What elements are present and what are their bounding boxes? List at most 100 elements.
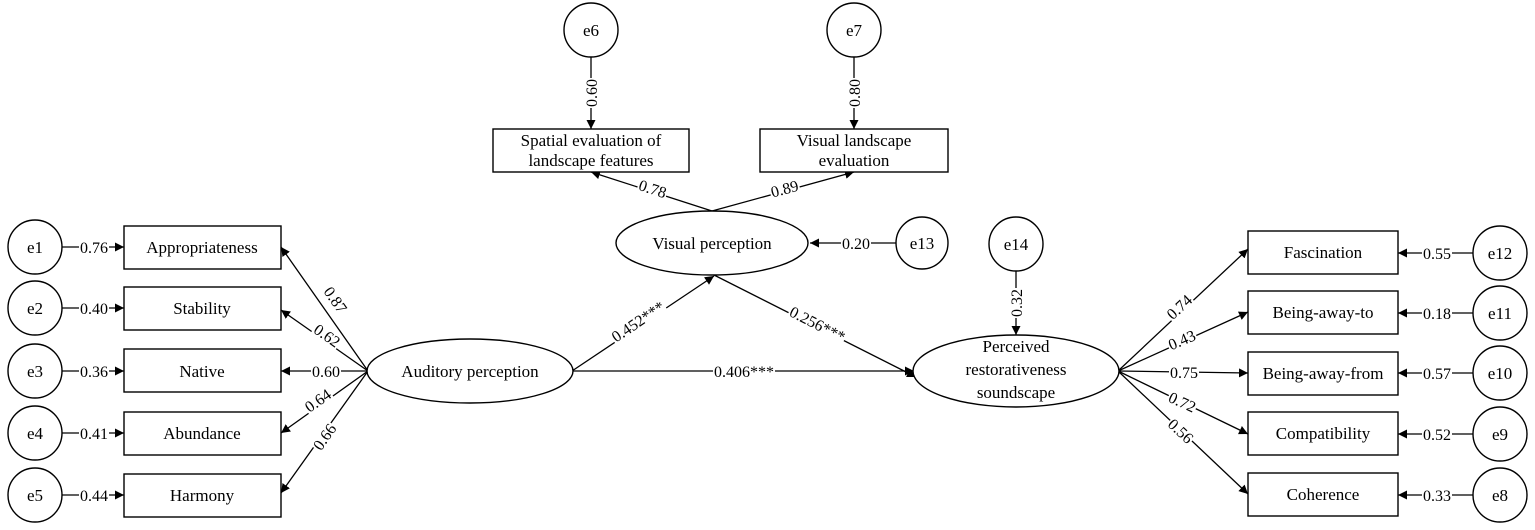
error-node-e3: e3	[7, 343, 63, 399]
indicator-stability: Stability	[123, 286, 282, 331]
coef-vis-per: 0.256***	[786, 304, 847, 346]
coef-e12: 0.55	[1423, 246, 1451, 263]
error-node-e14: e14	[988, 216, 1044, 272]
indicator-fascination: Fascination	[1247, 230, 1399, 275]
coef-label-background	[309, 321, 344, 352]
coef-label-background	[1422, 367, 1452, 382]
coef-per-fascination: 0.74	[1164, 292, 1196, 324]
coef-label-background	[1422, 307, 1452, 322]
coef-vis-spatial: 0.78	[636, 177, 668, 202]
coef-e9: 0.52	[1423, 427, 1451, 444]
coef-e7: 0.80	[847, 79, 864, 107]
error-node-e2: e2	[7, 280, 63, 336]
error-label-e3: e3	[27, 362, 43, 381]
error-node-e8: e8	[1472, 467, 1528, 523]
indicator-harmony: Harmony	[123, 473, 282, 518]
error-label-e8: e8	[1492, 486, 1508, 505]
latent-label-perceived-line-3: soundscape	[977, 383, 1055, 402]
coef-label-background	[1422, 489, 1452, 504]
coef-aud-native: 0.60	[312, 364, 340, 381]
coef-aud-appropriateness: 0.87	[320, 284, 350, 317]
nodes: e1 e2 e3 e4 e5 Appropriateness Stability…	[7, 2, 1528, 523]
error-node-e4: e4	[7, 405, 63, 461]
coef-label-background	[608, 298, 669, 346]
indicator-label-native: Native	[179, 362, 224, 381]
coef-e3: 0.36	[80, 364, 108, 381]
indicator-appropriateness: Appropriateness	[123, 225, 282, 270]
coef-label-background	[1163, 291, 1197, 324]
coef-label-background	[713, 365, 775, 380]
indicator-label-coherence: Coherence	[1287, 485, 1360, 504]
error-label-e13: e13	[910, 234, 935, 253]
error-label-e12: e12	[1488, 244, 1513, 263]
error-label-e5: e5	[27, 486, 43, 505]
coef-label-background	[635, 177, 669, 202]
coef-e14: 0.32	[1009, 289, 1026, 317]
coef-label-background	[1165, 389, 1199, 417]
indicator-being-away-from: Being-away-from	[1247, 351, 1399, 396]
coef-e2: 0.40	[80, 301, 108, 318]
indicator-label-harmony: Harmony	[170, 486, 235, 505]
coef-label-background	[786, 304, 849, 346]
error-node-e7: e7	[826, 2, 882, 58]
latent-label-auditory-perception: Auditory perception	[401, 362, 539, 381]
coef-e6: 0.60	[584, 79, 601, 107]
latent-visual-perception: Visual perception	[615, 210, 809, 276]
indicator-label-visual-landscape-line-2: evaluation	[819, 151, 890, 170]
error-node-e6: e6	[563, 2, 619, 58]
indicator-label-fascination: Fascination	[1284, 243, 1363, 262]
latent-auditory-perception: Auditory perception	[366, 338, 574, 404]
coef-e1: 0.76	[80, 240, 108, 257]
coef-e10: 0.57	[1423, 366, 1451, 383]
indicator-label-visual-landscape-line-1: Visual landscape	[797, 131, 912, 150]
indicator-coherence: Coherence	[1247, 472, 1399, 517]
coef-vis-landscape: 0.89	[769, 178, 800, 202]
error-label-e1: e1	[27, 238, 43, 257]
indicator-label-being-away-to: Being-away-to	[1272, 303, 1373, 322]
indicator-label-stability: Stability	[173, 299, 231, 318]
error-label-e4: e4	[27, 424, 44, 443]
coef-per-being-away-from: 0.75	[1170, 365, 1198, 382]
coef-label-background	[1165, 328, 1199, 354]
indicator-label-abundance: Abundance	[163, 424, 240, 443]
indicator-label-appropriateness: Appropriateness	[146, 238, 257, 257]
coef-aud-harmony: 0.66	[310, 421, 340, 454]
indicator-visual-landscape-evaluation: Visual landscape evaluation	[759, 128, 949, 173]
indicator-label-being-away-from: Being-away-from	[1263, 364, 1384, 383]
coef-per-coherence: 0.56	[1164, 416, 1196, 448]
coef-label-background	[310, 420, 341, 455]
error-node-e9: e9	[1472, 406, 1528, 462]
coef-aud-per: 0.406***	[714, 364, 774, 381]
error-label-e11: e11	[1488, 304, 1512, 323]
coef-label-background	[585, 78, 600, 108]
error-node-e11: e11	[1472, 285, 1528, 341]
coef-aud-vis: 0.452***	[609, 298, 668, 346]
latent-label-perceived-line-1: Perceived	[982, 337, 1050, 356]
coef-e8: 0.33	[1423, 488, 1451, 505]
indicator-spatial-evaluation: Spatial evaluation of landscape features	[492, 128, 690, 173]
error-node-e13: e13	[895, 216, 949, 270]
coef-label-background	[1169, 366, 1199, 381]
coef-label-background	[301, 386, 336, 417]
error-node-e1: e1	[7, 219, 63, 275]
coef-label-background	[79, 302, 109, 317]
indicator-label-spatial-line-1: Spatial evaluation of	[521, 131, 662, 150]
error-label-e6: e6	[583, 21, 599, 40]
coef-label-background	[79, 427, 109, 442]
coef-e4: 0.41	[80, 426, 108, 443]
latent-perceived-restorativeness-soundscape: Perceived restorativeness soundscape	[912, 334, 1120, 408]
coef-label-background	[319, 283, 350, 318]
indicator-label-spatial-line-2: landscape features	[528, 151, 653, 170]
error-label-e10: e10	[1488, 364, 1513, 383]
error-label-e2: e2	[27, 299, 43, 318]
coef-label-background	[1422, 428, 1452, 443]
coef-e11: 0.18	[1423, 306, 1451, 323]
coef-label-background	[848, 78, 863, 108]
error-node-e5: e5	[7, 467, 63, 523]
error-label-e7: e7	[846, 21, 863, 40]
coef-label-background	[79, 489, 109, 504]
coef-aud-abundance: 0.64	[302, 386, 335, 416]
latent-label-perceived-line-2: restorativeness	[965, 360, 1066, 379]
indicator-compatibility: Compatibility	[1247, 411, 1399, 456]
